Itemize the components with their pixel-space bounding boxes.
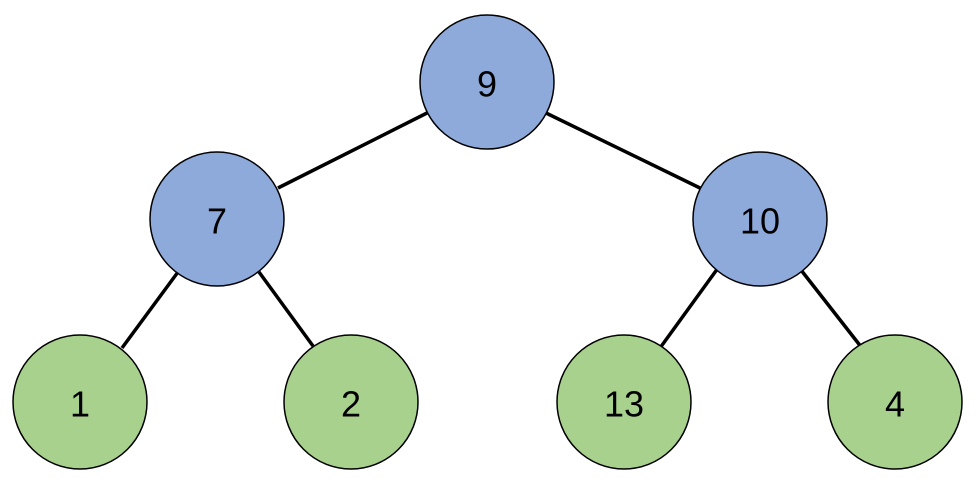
node-label-right: 10 (740, 201, 780, 242)
node-circle-left-right (283, 334, 419, 470)
edge-root-left (277, 111, 428, 190)
tree-node-left: 7 (149, 151, 285, 287)
node-circle-root (419, 14, 555, 150)
edge-root-right (545, 111, 701, 190)
tree-node-right-left: 13 (556, 334, 692, 470)
tree-node-right-right: 4 (827, 334, 963, 470)
edge-left-rightleaf (257, 270, 315, 348)
node-label-root: 9 (477, 64, 497, 105)
tree-node-left-right: 2 (283, 334, 419, 470)
node-circle-right-left (556, 334, 692, 470)
edge-right-leftleaf (658, 266, 720, 350)
node-label-right-right: 4 (885, 384, 905, 425)
node-circle-right-right (827, 334, 963, 470)
node-label-left-left: 1 (70, 384, 90, 425)
tree-node-root: 9 (419, 14, 555, 150)
node-circle-left-left (12, 334, 148, 470)
node-label-right-left: 13 (604, 384, 644, 425)
edges (120, 111, 864, 350)
node-label-left-right: 2 (341, 384, 361, 425)
tree-node-right: 10 (692, 151, 828, 287)
node-label-left: 7 (207, 201, 227, 242)
tree-node-left-left: 1 (12, 334, 148, 470)
edge-right-rightleaf (799, 268, 864, 350)
node-circle-right (692, 151, 828, 287)
edge-left-leftleaf (120, 270, 180, 350)
node-circle-left (149, 151, 285, 287)
